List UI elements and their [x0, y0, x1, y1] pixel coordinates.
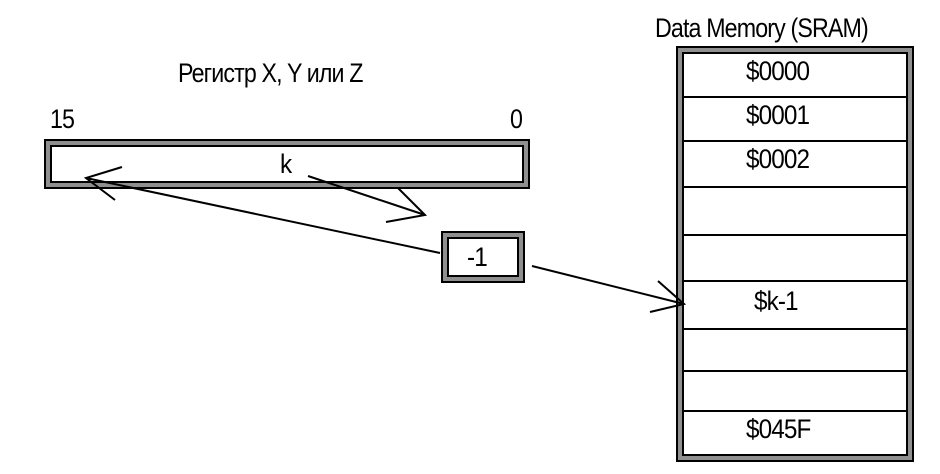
arrowhead-register-to-offset — [385, 187, 428, 223]
memory-cell: $0001 — [684, 98, 906, 142]
memory-cell-label: $0002 — [746, 144, 810, 174]
memory-table: $0000 $0001 $0002 $k-1 $045F — [678, 48, 912, 460]
memory-cell — [684, 330, 906, 372]
memory-cell: $0000 — [684, 54, 906, 98]
arrow-offset-to-memory — [531, 265, 685, 305]
bit-0-label: 0 — [510, 104, 523, 134]
register-value: k — [280, 149, 292, 179]
memory-cell — [684, 188, 906, 236]
arrowhead-offset-to-memory — [649, 280, 687, 313]
register-box: k — [46, 141, 528, 187]
memory-cell: $k-1 — [684, 282, 906, 330]
register-title: Регистр X, Y или Z — [178, 58, 363, 88]
memory-cell-label: $0001 — [746, 100, 810, 130]
offset-value: -1 — [467, 242, 488, 272]
arrow-offset-to-register — [85, 177, 441, 254]
memory-cell: $0002 — [684, 142, 906, 188]
memory-cell-label: $0000 — [746, 56, 810, 86]
offset-box: -1 — [443, 233, 523, 281]
bit-15-label: 15 — [50, 104, 75, 134]
memory-cell: $045F — [684, 412, 906, 454]
memory-cell-label: $k-1 — [754, 286, 799, 316]
memory-title: Data Memory (SRAM) — [655, 13, 869, 43]
memory-cell — [684, 372, 906, 412]
memory-cell — [684, 236, 906, 282]
memory-cell-label: $045F — [746, 414, 811, 444]
